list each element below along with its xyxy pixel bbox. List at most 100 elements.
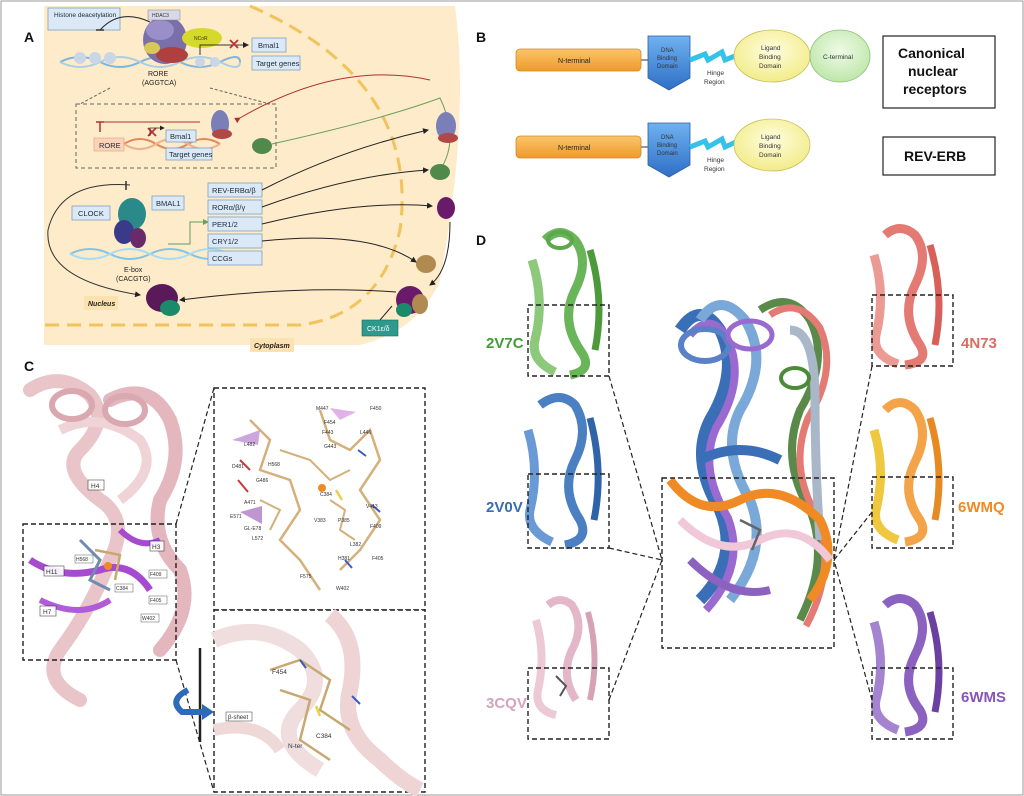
- residue-box: [148, 569, 168, 579]
- residue-label: V413: [366, 504, 378, 510]
- residue-label: GL-E78: [244, 526, 261, 532]
- residue-box: [114, 583, 134, 593]
- residue-label: G443: [324, 444, 336, 450]
- residue-label: F454: [324, 420, 336, 426]
- panel-c-label: C: [24, 358, 34, 374]
- box-center: [661, 477, 835, 649]
- clock-text: CLOCK: [78, 209, 104, 218]
- panel-a-label: A: [24, 29, 34, 45]
- cell-cytoplasm: [44, 6, 460, 345]
- svg-text:DNA: DNA: [661, 135, 674, 141]
- residue-label: A471: [244, 500, 256, 506]
- residue-label: D481: [232, 464, 244, 470]
- panel-b-label: B: [476, 29, 486, 45]
- histone-box: [47, 7, 121, 31]
- residue-label: C384: [320, 492, 332, 498]
- svg-text:Binding: Binding: [759, 54, 781, 61]
- residue-label: W402: [142, 616, 155, 622]
- target-inner: Target genes: [169, 150, 213, 159]
- pdb-purple: 6WMS: [961, 689, 1006, 706]
- residue-label: L482: [244, 442, 255, 448]
- ncor-oval: [182, 28, 222, 48]
- svg-text:Binding: Binding: [759, 143, 781, 150]
- svg-text:REV-ERB: REV-ERB: [904, 148, 966, 164]
- residue-label: G486: [256, 478, 268, 484]
- gene-label: RORα/β/γ: [212, 203, 245, 212]
- n-terminal-2: N-terminal: [558, 145, 591, 152]
- residue-label: W402: [336, 586, 349, 592]
- svg-text:H4: H4: [91, 483, 100, 490]
- svg-text:Domain: Domain: [657, 64, 678, 70]
- svg-text:Binding: Binding: [657, 56, 677, 62]
- protein-structure-icon: [252, 138, 272, 154]
- target-top: Target genes: [256, 59, 300, 68]
- svg-text:N-ter: N-ter: [288, 743, 303, 750]
- svg-text:Hinge: Hinge: [707, 157, 724, 164]
- ebox-text: E-box: [124, 267, 143, 274]
- svg-text:Hinge: Hinge: [707, 70, 724, 77]
- protein-structure-icon: [114, 198, 146, 248]
- residue-label: V383: [314, 518, 326, 524]
- residue-label: F409: [370, 524, 382, 530]
- residue-label: F409: [150, 572, 162, 578]
- protein-structure-icon: [416, 112, 458, 273]
- svg-text:Region: Region: [704, 79, 725, 86]
- nucleus-label: Nucleus: [88, 301, 115, 308]
- inhibition-arrow-icon: [99, 15, 151, 31]
- residue-label: H381: [338, 556, 350, 562]
- cross-icon: [147, 127, 157, 137]
- ncor-text: NCoR: [194, 36, 208, 42]
- rore-motif: RORE: [148, 71, 169, 78]
- svg-text:H3: H3: [152, 544, 161, 551]
- protein-structure-icon: [210, 608, 424, 796]
- svg-text:Region: Region: [704, 166, 725, 173]
- box-red: [871, 294, 954, 367]
- residue-box: [148, 595, 168, 605]
- box-blue: [527, 473, 610, 549]
- panel-d: D: [476, 224, 1006, 740]
- box-green: [527, 304, 610, 377]
- svg-text:F454: F454: [272, 669, 287, 676]
- gene-box: [207, 250, 263, 266]
- histone-text: Histone deacetylation: [54, 12, 117, 19]
- svg-text:receptors: receptors: [903, 81, 967, 97]
- box-purple: [871, 667, 954, 740]
- left-helix-labels: [87, 479, 105, 491]
- ebox-seq: (CACGTG): [116, 276, 151, 283]
- pdb-green: 2V7C: [486, 335, 524, 352]
- svg-text:β-sheet: β-sheet: [228, 715, 248, 721]
- residue-label: F443: [322, 430, 334, 436]
- svg-text:Domain: Domain: [759, 63, 782, 70]
- residue-label: F405: [150, 598, 162, 604]
- panel-b: B N-terminal DNA Binding Domain Hinge Re…: [476, 29, 996, 178]
- protein-structure-icon: [143, 16, 188, 64]
- ck1-label: CK1ε/δ: [367, 326, 390, 333]
- hdac3-text: HDAC3: [152, 13, 169, 19]
- svg-text:Canonical: Canonical: [898, 45, 965, 61]
- svg-text:C384: C384: [316, 733, 332, 740]
- svg-text:DNA: DNA: [661, 48, 674, 54]
- panel-d-label: D: [476, 232, 486, 248]
- rore-inner: RORE: [99, 141, 121, 150]
- left-dashed-box: [22, 523, 177, 661]
- residue-label: L382: [350, 542, 361, 548]
- svg-text:Domain: Domain: [657, 151, 678, 157]
- panel-a: A Histone deacetylation HDAC3 NCoR: [24, 4, 460, 352]
- box-pink: [527, 667, 610, 740]
- residue-label: L446: [360, 430, 371, 436]
- bmal1-inner: Bmal1: [170, 132, 191, 141]
- residue-label: F575: [300, 574, 312, 580]
- residue-box: [74, 554, 94, 564]
- svg-text:H11: H11: [46, 569, 58, 576]
- gene-label: CRY1/2: [212, 237, 238, 246]
- svg-text:nuclear: nuclear: [908, 63, 958, 79]
- pdb-pink: 3CQV: [486, 695, 527, 712]
- protein-structure-icon: [146, 284, 428, 317]
- gene-label: REV-ERBα/β: [212, 186, 256, 195]
- rotation-arrow-icon: [173, 648, 214, 742]
- inset-box: [75, 103, 277, 169]
